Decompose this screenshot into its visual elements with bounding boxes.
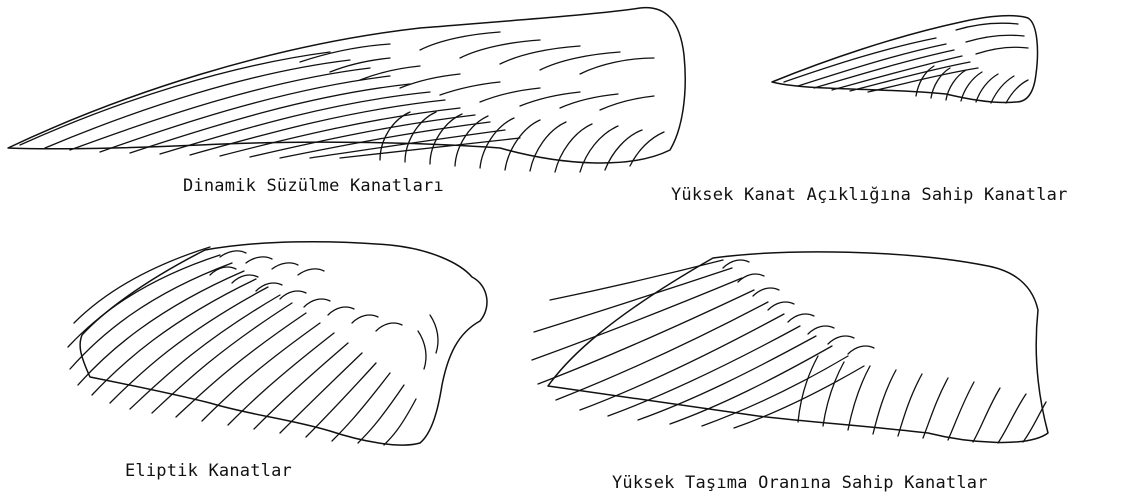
dynamic-soaring-wing-illustration (0, 0, 700, 180)
high-aspect-ratio-wing-illustration (766, 12, 1046, 107)
elliptical-wing-illustration (60, 235, 500, 455)
high-lift-wing-illustration (528, 238, 1068, 453)
high-aspect-ratio-label: Yüksek Kanat Açıklığına Sahip Kanatlar (671, 185, 1068, 205)
elliptical-label: Eliptik Kanatlar (125, 461, 292, 481)
dynamic-soaring-label: Dinamik Süzülme Kanatları (183, 176, 444, 196)
high-lift-label: Yüksek Taşıma Oranına Sahip Kanatlar (612, 473, 988, 493)
